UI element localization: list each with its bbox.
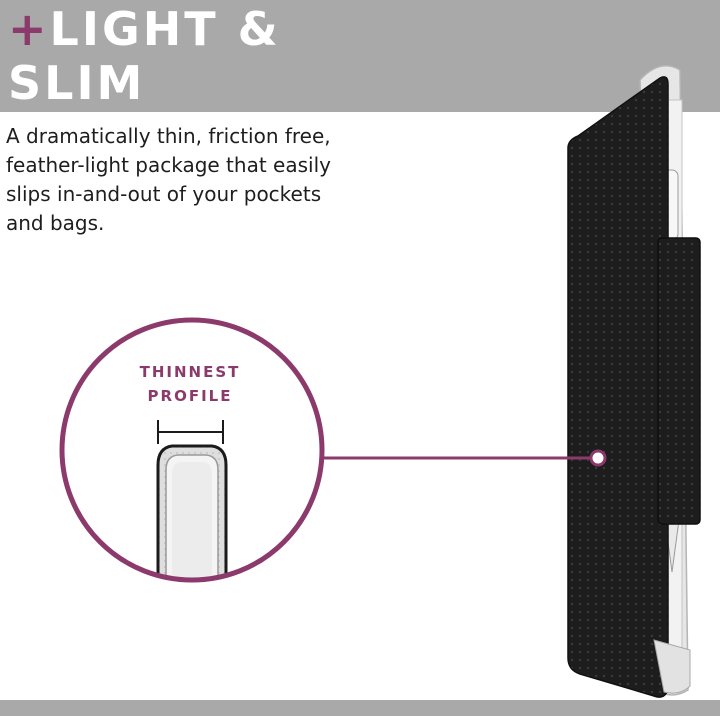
headline-line-2: SLIM [8,56,146,110]
callout-line-2: PROFILE [147,387,233,405]
callout-line-1: THINNEST [139,363,241,381]
description-line-3: slips in-and-out of your pockets [6,182,322,206]
headline: +LIGHT & SLIM [8,2,281,110]
plus-icon: + [8,2,50,56]
description-line-4: and bags. [6,211,105,235]
footer-band [0,700,720,716]
description: A dramatically thin, friction free, feat… [6,122,386,238]
headline-line-1: LIGHT & [49,2,281,56]
description-line-1: A dramatically thin, friction free, [6,124,331,148]
case-profile-detail [156,420,228,580]
tablet-case [567,65,701,698]
callout-label: THINNEST PROFILE [110,360,270,408]
header-band [0,0,720,112]
description-line-2: feather-light package that easily [6,153,331,177]
callout-dot-icon [589,449,607,467]
